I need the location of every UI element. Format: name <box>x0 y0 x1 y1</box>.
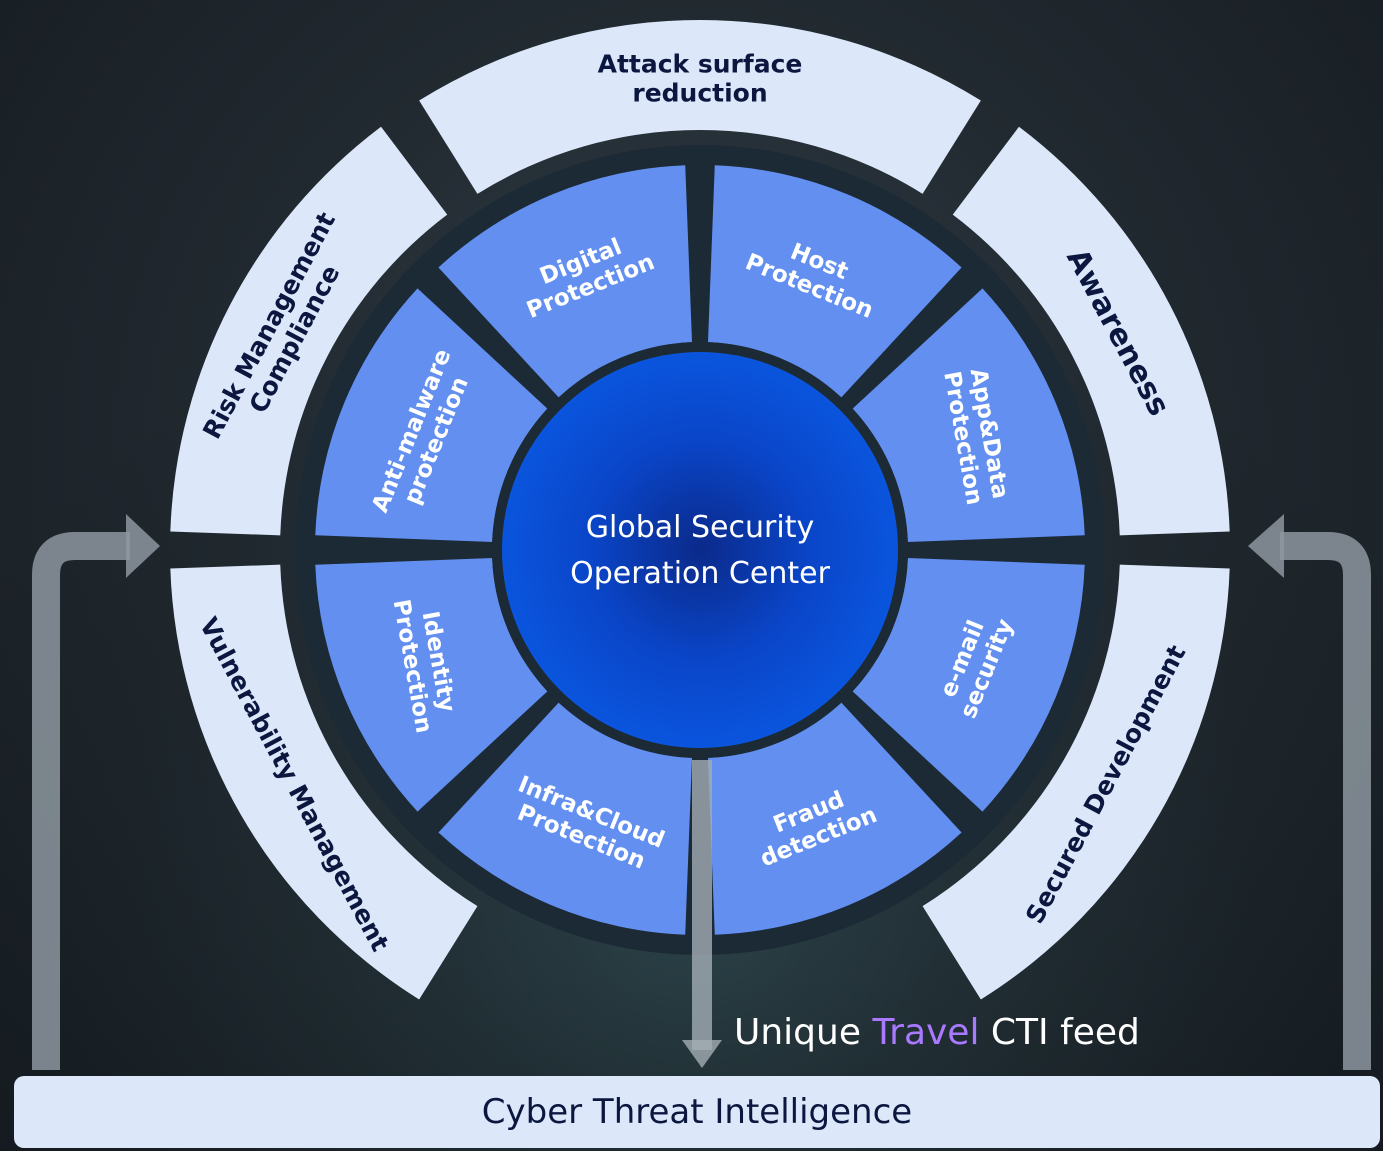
center-title: Global Security Operation Center <box>530 505 870 597</box>
left-feedback-arrow <box>32 514 160 1070</box>
center-title-line2: Operation Center <box>570 556 830 591</box>
outer-label-attack-line1: Attack surface <box>598 50 803 79</box>
inner-segment-antimalware <box>315 288 548 543</box>
inner-segment-fraud <box>707 702 962 935</box>
feed-prefix: Unique <box>734 1012 873 1053</box>
outer-segment-attack <box>419 20 981 194</box>
outer-segment-vulnerability <box>170 564 478 1000</box>
inner-segment-host <box>707 165 962 398</box>
outer-segment-risk <box>170 126 448 536</box>
feed-caption: Unique Travel CTI feed <box>734 1012 1140 1062</box>
inner-segment-email <box>852 557 1085 812</box>
center-title-line1: Global Security <box>585 510 815 545</box>
inner-segment-infra <box>438 702 693 935</box>
inner-segment-appdata <box>852 288 1085 543</box>
center-disc <box>502 352 898 748</box>
outer-label-attack-line2: reduction <box>632 78 767 107</box>
outer-segment-secured <box>922 564 1230 1000</box>
inner-ring <box>315 165 1085 935</box>
feed-down-arrow <box>682 760 722 1068</box>
outer-segment-awareness <box>952 126 1230 536</box>
cti-bar-label: Cyber Threat Intelligence <box>481 1092 913 1132</box>
right-feedback-arrow <box>1248 514 1371 1070</box>
feed-highlight: Travel <box>872 1012 980 1053</box>
cyber-threat-intelligence-bar: Cyber Threat Intelligence <box>14 1076 1380 1148</box>
outer-ring <box>170 20 1230 1000</box>
inner-segment-identity <box>315 557 548 812</box>
feed-suffix: CTI feed <box>979 1012 1140 1053</box>
inner-segment-digital <box>438 165 693 398</box>
